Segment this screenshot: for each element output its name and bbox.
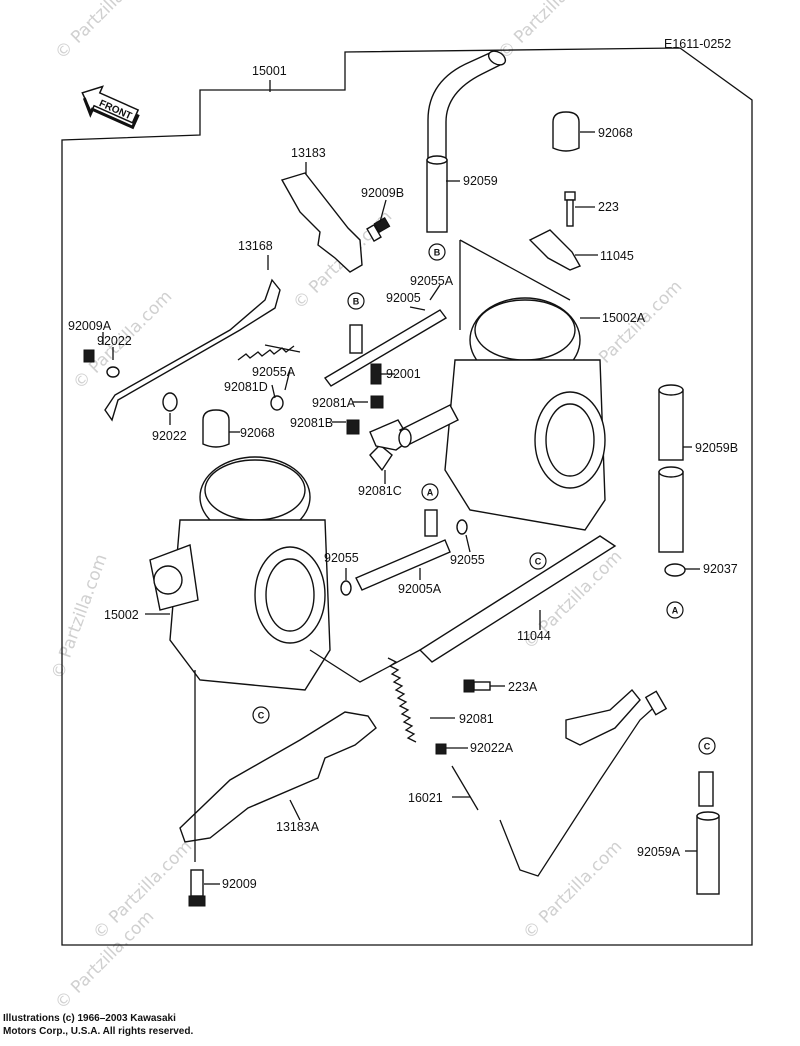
cable bbox=[499, 688, 668, 877]
copyright-notice: Illustrations (c) 1966–2003 Kawasaki Mot… bbox=[3, 1012, 193, 1038]
label-92022-low: 92022 bbox=[152, 429, 187, 443]
link-13168 bbox=[104, 278, 281, 422]
carburetor-15002a bbox=[398, 297, 606, 531]
spring-92081 bbox=[387, 657, 417, 743]
copyright-line-2: Motors Corp., U.S.A. All rights reserved… bbox=[3, 1026, 194, 1037]
svg-text:B: B bbox=[434, 248, 441, 258]
label-92022: 92022 bbox=[97, 334, 132, 348]
bracket-13183a bbox=[179, 711, 377, 843]
spring-92081a bbox=[370, 395, 384, 409]
label-11044: 11044 bbox=[517, 629, 551, 643]
label-13183: 13183 bbox=[291, 146, 326, 160]
label-92081d: 92081D bbox=[224, 380, 268, 394]
label-92009: 92009 bbox=[222, 877, 257, 891]
oring-92055-left bbox=[340, 580, 352, 596]
screw-223 bbox=[564, 191, 576, 227]
pipe-92005a bbox=[355, 509, 451, 591]
front-arrow: FRONT bbox=[81, 85, 140, 130]
label-92059a: 92059A bbox=[637, 845, 681, 859]
copyright-line-1: Illustrations (c) 1966–2003 Kawasaki bbox=[3, 1013, 176, 1024]
screw-92009a bbox=[83, 349, 95, 363]
part-labels: 15001 92068 13183 92009B 92059 223 11045… bbox=[68, 64, 738, 891]
label-92059b: 92059B bbox=[695, 441, 738, 455]
svg-text:A: A bbox=[427, 488, 434, 498]
label-11045: 11045 bbox=[600, 249, 634, 263]
spring bbox=[237, 345, 295, 361]
label-92022a: 92022A bbox=[470, 741, 514, 755]
marker-c-mid: C bbox=[529, 552, 547, 570]
label-13168: 13168 bbox=[238, 239, 273, 253]
screw-92009 bbox=[188, 869, 206, 907]
watermark: © Partzilla.com bbox=[51, 0, 158, 64]
label-15002a: 15002A bbox=[602, 311, 646, 325]
label-92055a-mid: 92055A bbox=[252, 365, 296, 379]
washer-92022-low bbox=[162, 392, 178, 412]
cap-92068-low bbox=[202, 409, 230, 448]
diagram-code: E1611-0252 bbox=[664, 37, 731, 51]
label-92009b: 92009B bbox=[361, 186, 404, 200]
screw-223a bbox=[463, 679, 491, 693]
label-92055-right: 92055 bbox=[450, 553, 485, 567]
fitting-92081c bbox=[369, 444, 393, 472]
marker-a-mid: A bbox=[421, 483, 439, 501]
cap-92068-top bbox=[552, 111, 580, 152]
label-92037: 92037 bbox=[703, 562, 738, 576]
collar-92022a bbox=[435, 743, 447, 755]
svg-text:C: C bbox=[258, 711, 265, 721]
label-92005a: 92005A bbox=[398, 582, 442, 596]
marker-c-left: C bbox=[252, 706, 270, 724]
label-92059: 92059 bbox=[463, 174, 498, 188]
hose-92059 bbox=[426, 50, 507, 233]
label-92005: 92005 bbox=[386, 291, 421, 305]
pipe-92005 bbox=[323, 309, 448, 387]
svg-text:C: C bbox=[535, 557, 542, 567]
marker-b-top: B bbox=[428, 243, 446, 261]
label-92009a: 92009A bbox=[68, 319, 112, 333]
svg-text:C: C bbox=[704, 742, 711, 752]
label-92055-left: 92055 bbox=[324, 551, 359, 565]
washer-92022 bbox=[106, 366, 120, 378]
oring-92055-right bbox=[456, 519, 468, 535]
marker-b-mid: B bbox=[347, 292, 365, 310]
bracket-13183 bbox=[280, 172, 363, 273]
label-92068-top: 92068 bbox=[598, 126, 633, 140]
marker-c-right: C bbox=[698, 737, 716, 755]
svg-text:A: A bbox=[672, 606, 679, 616]
label-92081b: 92081B bbox=[290, 416, 333, 430]
label-13183a: 13183A bbox=[276, 820, 320, 834]
screw-92009b bbox=[366, 216, 391, 243]
marker-a-right: A bbox=[666, 601, 684, 619]
watermark: © Partzilla.com bbox=[494, 0, 601, 64]
label-15002: 15002 bbox=[104, 608, 139, 622]
label-92081a: 92081A bbox=[312, 396, 356, 410]
label-92001: 92001 bbox=[386, 367, 421, 381]
svg-text:B: B bbox=[353, 297, 360, 307]
label-92068-low: 92068 bbox=[240, 426, 275, 440]
label-16021: 16021 bbox=[408, 791, 443, 805]
carburetor-15002 bbox=[149, 456, 331, 691]
assembly-boundary bbox=[61, 47, 753, 946]
label-92081c: 92081C bbox=[358, 484, 402, 498]
label-15001: 15001 bbox=[252, 64, 287, 78]
oring-92081d bbox=[270, 395, 284, 411]
rod-11044 bbox=[418, 535, 617, 663]
hose-92059a bbox=[696, 771, 720, 895]
hose-92059b bbox=[658, 384, 684, 553]
screw-92001 bbox=[370, 363, 382, 385]
label-92081: 92081 bbox=[459, 712, 494, 726]
spring-92081b bbox=[346, 419, 360, 435]
label-92055a-top: 92055A bbox=[410, 274, 454, 288]
clamp-92037 bbox=[664, 563, 686, 577]
watermark: © Partzilla.com bbox=[519, 837, 626, 944]
leader-lines bbox=[102, 80, 700, 885]
label-223a: 223A bbox=[508, 680, 538, 694]
bracket-11045 bbox=[528, 229, 582, 271]
adjuster-16021 bbox=[451, 765, 479, 811]
label-223: 223 bbox=[598, 200, 619, 214]
watermark: © Partzilla.com bbox=[48, 552, 112, 682]
